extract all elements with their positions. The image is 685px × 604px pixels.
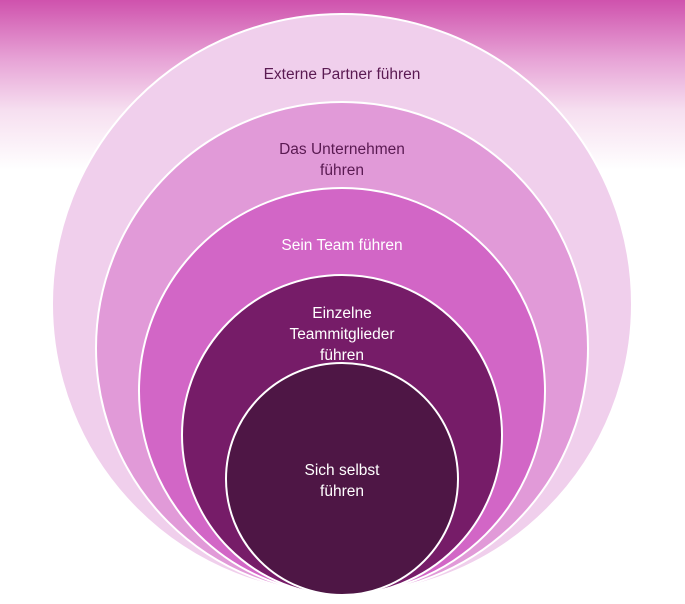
label-externe-partner: Externe Partner führen [264,66,421,83]
label-unternehmen-line2: führen [320,162,364,179]
label-einzelne-line1: Einzelne [312,305,371,322]
label-sich-selbst-line1: Sich selbst [305,462,381,479]
label-sich-selbst-line2: führen [320,483,364,500]
label-einzelne-line3: führen [320,347,364,364]
label-unternehmen-line1: Das Unternehmen [279,141,405,158]
circle-sich-selbst [225,362,459,596]
label-team: Sein Team führen [281,237,402,254]
label-einzelne-line2: Teammitglieder [289,326,394,343]
